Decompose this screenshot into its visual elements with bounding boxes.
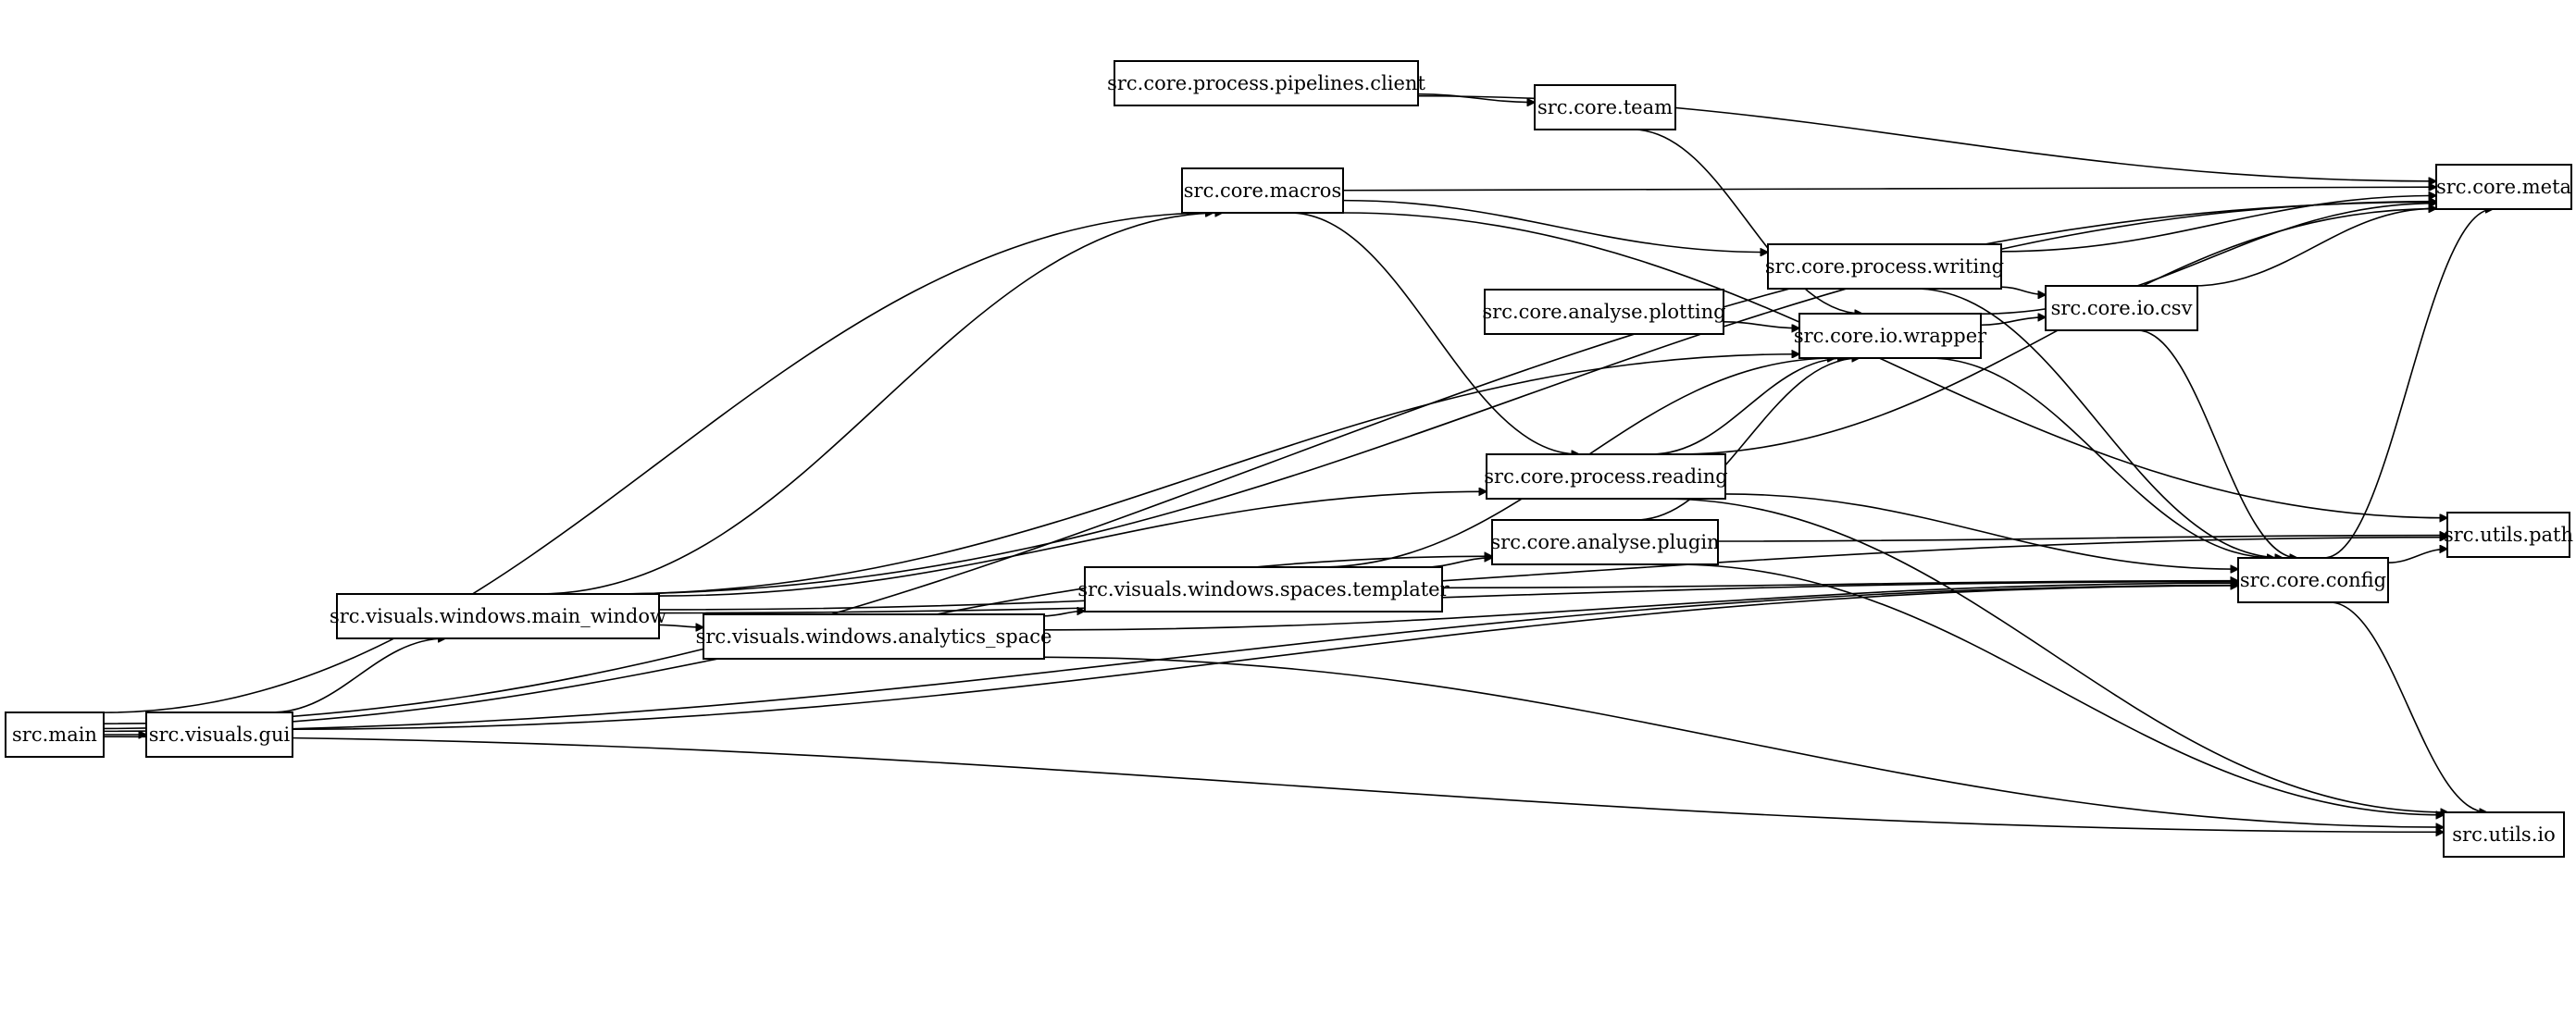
node-label: src.utils.io <box>2452 823 2555 846</box>
edge-macros-to-meta <box>1342 187 2436 191</box>
edge-macros-to-writing <box>1342 199 1768 253</box>
node-box <box>1084 566 1443 612</box>
edge-macros-to-reading <box>1288 212 1579 454</box>
edge-team-to-wrapper <box>1632 129 1862 314</box>
node-box <box>1534 84 1676 130</box>
node-label: src.visuals.windows.analytics_space <box>696 625 1052 648</box>
edge-main-to-config <box>103 586 2238 733</box>
edge-wrapper-to-csv <box>1980 317 2046 327</box>
edge-main-window-to-path <box>658 538 2447 611</box>
edge-config-to-io <box>2329 601 2487 812</box>
node-box <box>145 711 293 758</box>
node-box <box>1767 243 2002 290</box>
node-box <box>1491 519 1719 565</box>
edge-analytics-space-to-io <box>1043 656 2444 827</box>
node-box <box>5 711 105 758</box>
edge-reading-to-config <box>1724 493 2238 569</box>
node-box <box>1798 313 1982 359</box>
node-label: src.visuals.windows.spaces.templater <box>1077 578 1450 600</box>
node-io: src.utils.io <box>2443 811 2565 858</box>
edge-main-to-macros <box>103 213 1213 713</box>
node-box <box>2045 285 2198 331</box>
edge-templater-to-plugin <box>1424 558 1492 568</box>
edge-plugin-to-path <box>1717 536 2447 542</box>
edge-gui-to-main-window <box>271 638 445 713</box>
node-label: src.utils.path <box>2444 524 2573 546</box>
edge-config-to-meta <box>2323 209 2494 559</box>
edge-main-window-to-config <box>658 582 2238 614</box>
node-macros: src.core.macros <box>1181 167 1344 214</box>
edge-csv-to-meta <box>2191 208 2436 287</box>
node-label: src.visuals.windows.main_window <box>330 605 666 627</box>
edge-analytics-space-to-templater <box>1043 611 1085 617</box>
edge-plotting-to-wrapper <box>1723 321 1799 328</box>
node-label: src.core.process.writing <box>1765 255 2004 278</box>
edge-reading-to-wrapper <box>1650 358 1845 455</box>
node-box <box>1114 60 1419 106</box>
node-meta: src.core.meta <box>2435 164 2572 210</box>
node-box <box>2443 811 2565 858</box>
edge-analytics-space-to-config <box>1043 583 2238 631</box>
edge-reading-to-io <box>1661 498 2448 812</box>
node-main-window: src.visuals.windows.main_window <box>330 593 666 639</box>
node-wrapper: src.core.io.wrapper <box>1794 313 1987 359</box>
node-label: src.core.config <box>2240 569 2386 591</box>
node-box <box>336 593 660 639</box>
edge-plugin-to-io <box>1673 563 2444 815</box>
edge-main-to-io <box>103 736 2444 832</box>
node-plugin: src.core.analyse.plugin <box>1490 519 1720 565</box>
edge-macros-to-path <box>1342 212 2447 518</box>
node-gui: src.visuals.gui <box>145 711 293 758</box>
node-box <box>2237 557 2389 603</box>
node-csv: src.core.io.csv <box>2045 285 2198 331</box>
edge-main-window-to-macros <box>538 213 1223 595</box>
edge-main-window-to-wrapper <box>608 354 1799 595</box>
edge-writing-to-config <box>1914 288 2283 558</box>
node-box <box>1484 289 1724 335</box>
nodes-layer: src.main src.visuals.gui src.visuals.windo… <box>5 60 2573 858</box>
node-pipelines-client: src.core.process.pipelines.client <box>1107 60 1425 106</box>
node-label: src.core.macros <box>1184 179 1341 202</box>
node-label: src.core.io.wrapper <box>1794 325 1987 347</box>
edge-config-to-path <box>2387 549 2447 563</box>
edge-templater-to-config <box>1441 581 2238 589</box>
edge-main-window-to-meta <box>602 202 2436 595</box>
edge-wrapper-to-config <box>1928 357 2275 558</box>
node-label: src.core.process.reading <box>1484 465 1727 488</box>
edge-writing-to-meta <box>2000 195 2436 253</box>
edge-main-window-to-analytics-space <box>658 625 703 627</box>
node-templater: src.visuals.windows.spaces.templater <box>1077 566 1450 612</box>
node-box <box>2435 164 2572 210</box>
node-label: src.visuals.gui <box>149 724 291 746</box>
node-reading: src.core.process.reading <box>1484 453 1728 500</box>
node-plotting: src.core.analyse.plotting <box>1482 289 1726 335</box>
node-label: src.main <box>12 724 97 746</box>
node-path: src.utils.path <box>2444 512 2573 558</box>
node-main: src.main <box>5 711 105 758</box>
node-label: src.core.team <box>1537 96 1673 118</box>
node-analytics-space: src.visuals.windows.analytics_space <box>696 613 1052 660</box>
node-writing: src.core.process.writing <box>1765 243 2004 290</box>
node-box <box>1486 453 1726 500</box>
node-label: src.core.analyse.plotting <box>1482 301 1725 323</box>
edge-writing-to-csv <box>2000 286 2046 294</box>
edge-main-window-to-reading <box>658 491 1487 597</box>
edge-reading-to-meta <box>1674 209 2436 455</box>
edge-gui-to-config <box>292 586 2238 730</box>
node-box <box>703 613 1045 660</box>
node-label: src.core.meta <box>2436 176 2571 198</box>
edges-layer <box>103 93 2494 833</box>
node-box <box>1181 167 1344 214</box>
node-label: src.core.analyse.plugin <box>1490 531 1719 553</box>
node-box <box>2446 512 2570 558</box>
node-config: src.core.config <box>2237 557 2389 603</box>
edge-plugin-to-wrapper <box>1636 358 1860 521</box>
node-label: src.core.io.csv <box>2051 297 2193 319</box>
node-team: src.core.team <box>1534 84 1676 130</box>
edge-main-to-meta <box>103 202 2436 724</box>
edge-csv-to-config <box>2136 329 2297 558</box>
node-label: src.core.process.pipelines.client <box>1107 72 1425 94</box>
edge-pipelines-client-to-team <box>1417 93 1535 103</box>
